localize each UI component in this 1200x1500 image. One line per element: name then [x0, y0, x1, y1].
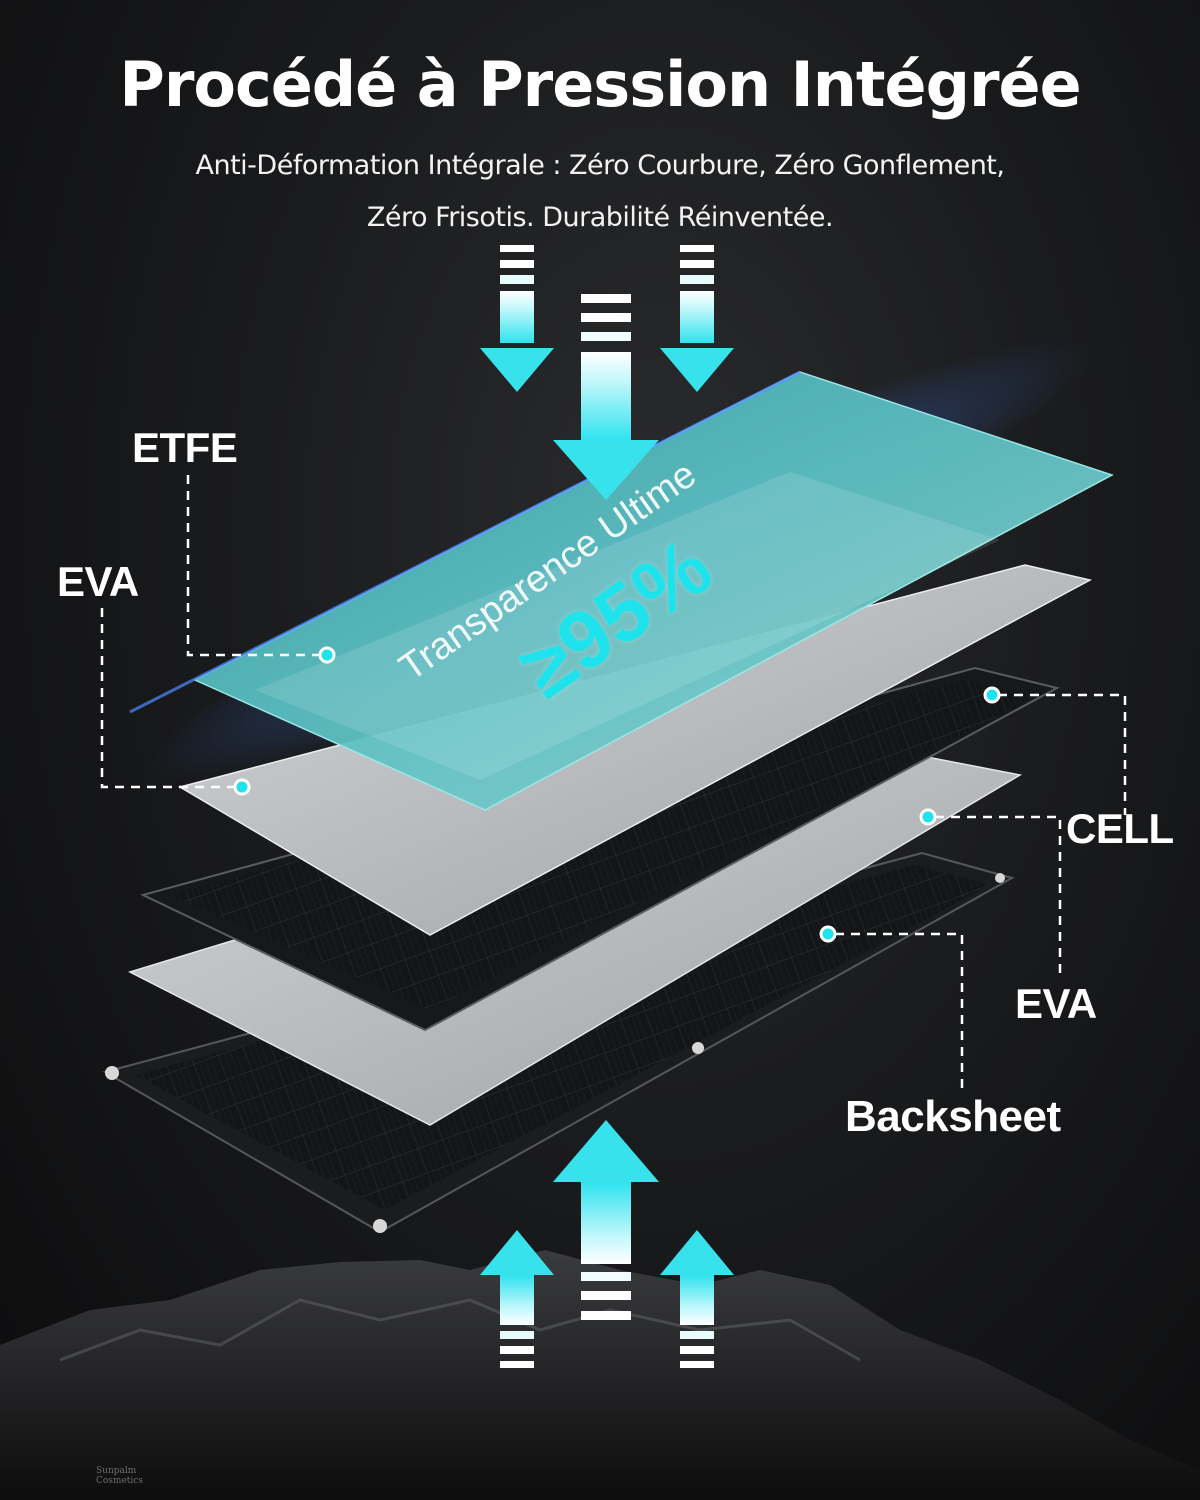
up-arrow-right — [660, 1230, 734, 1368]
subtitle: Anti-Déformation Intégrale : Zéro Courbu… — [150, 140, 1050, 244]
watermark-line-1: Sunpalm — [96, 1466, 137, 1476]
leader-lines — [100, 475, 1127, 1090]
label-eva-bottom: EVA — [1015, 980, 1097, 1027]
label-backsheet: Backsheet — [845, 1092, 1061, 1141]
down-arrow-left — [480, 245, 554, 392]
dot-etfe — [318, 646, 336, 664]
down-arrow-center — [553, 294, 659, 500]
subtitle-line-1: Anti-Déformation Intégrale : Zéro Courbu… — [195, 150, 1005, 181]
pressure-arrows-top — [480, 245, 734, 500]
page-title: Procédé à Pression Intégrée — [119, 48, 1081, 121]
leader-backsheet — [835, 932, 964, 1090]
dot-backsheet — [819, 925, 837, 943]
leader-eva-bottom — [935, 815, 1062, 975]
watermark: Sunpalm Cosmetics — [96, 1466, 143, 1486]
rock-terrain — [0, 1250, 1200, 1500]
leader-etfe — [186, 475, 320, 657]
label-eva-top: EVA — [57, 558, 139, 605]
etfe-layer — [129, 370, 1114, 811]
down-arrow-right — [660, 245, 734, 392]
leader-cell — [998, 693, 1127, 815]
pressure-arrows-bottom — [480, 1120, 734, 1368]
subtitle-line-2: Zéro Frisotis. Durabilité Réinventée. — [366, 202, 834, 233]
dot-eva-top — [233, 778, 251, 796]
dot-eva-bottom — [919, 808, 937, 826]
leader-dots — [233, 646, 1001, 943]
rock-highlights — [59, 1298, 861, 1362]
up-arrow-center — [553, 1120, 659, 1320]
leader-eva-top — [100, 608, 235, 789]
watermark-line-2: Cosmetics — [96, 1476, 143, 1486]
label-cell: CELL — [1066, 805, 1174, 852]
up-arrow-left — [480, 1230, 554, 1368]
label-etfe: ETFE — [132, 424, 238, 471]
dot-cell — [983, 686, 1001, 704]
